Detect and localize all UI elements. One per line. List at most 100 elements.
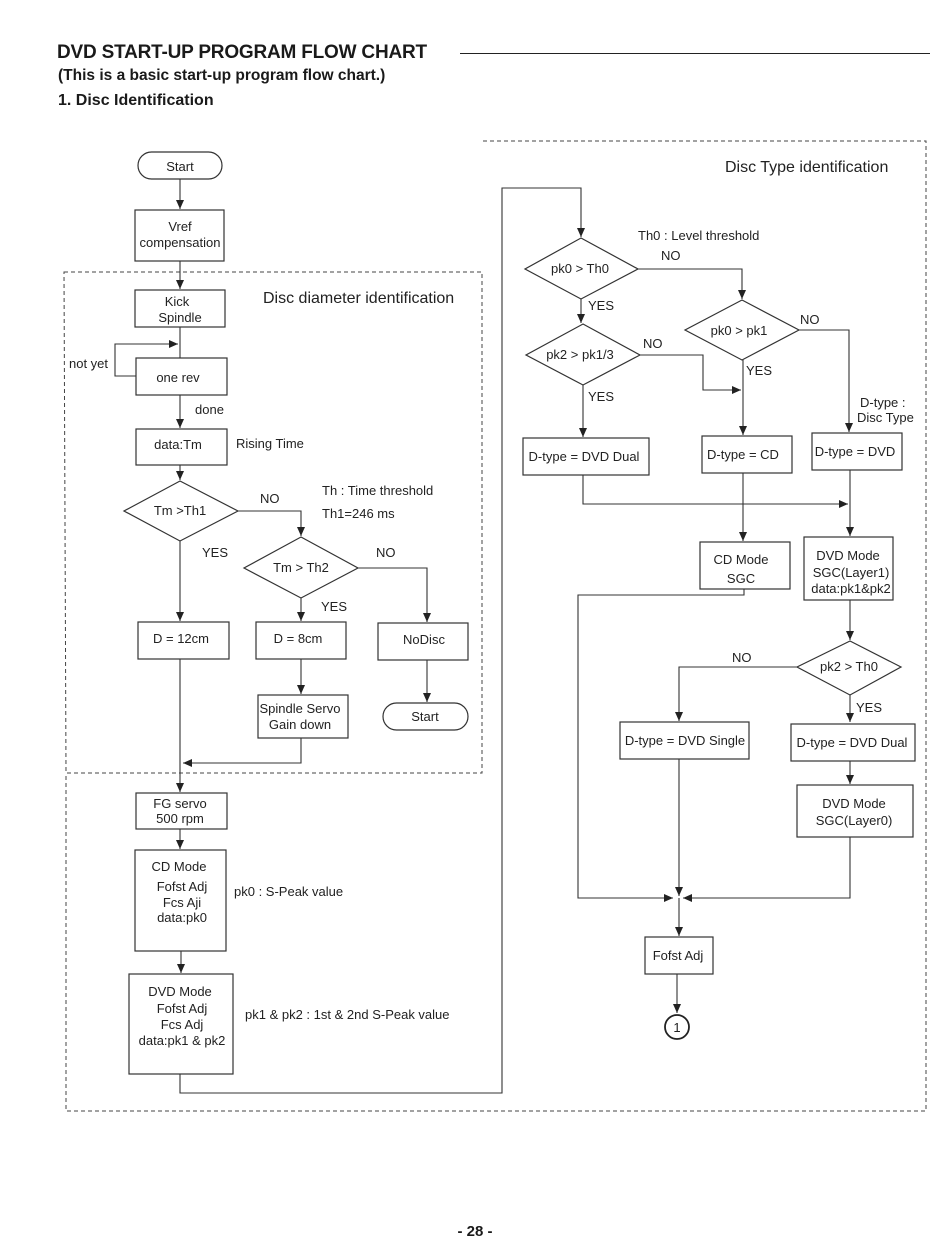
pk0-pk1-decision	[683, 299, 801, 361]
dvd-mode-label-3: Fcs Adj	[161, 1017, 204, 1032]
fg-servo-label-1: FG servo	[153, 796, 206, 811]
dtype-cd-box	[701, 435, 793, 474]
edge	[683, 837, 851, 902]
dvd-mode-l0-label-1: DVD Mode	[822, 796, 886, 811]
no-label: NO	[643, 336, 663, 351]
pk0-note: pk0 : S-Peak value	[234, 884, 343, 899]
spindle-servo-box	[257, 694, 349, 739]
vref-label-2: compensation	[140, 235, 221, 250]
edge	[799, 329, 853, 432]
data-tm-box	[135, 428, 228, 466]
cd-mode-box	[134, 849, 227, 952]
edge	[675, 666, 797, 721]
edge	[238, 510, 305, 536]
pk0-pk1-label: pk0 > pk1	[711, 323, 768, 338]
no-label: NO	[661, 248, 681, 263]
cd-mode-sgc-box	[699, 541, 791, 590]
kick-label-1: Kick	[165, 294, 190, 309]
dtype-dvd-dual-label: D-type = DVD Dual	[529, 449, 640, 464]
vref-label-1: Vref	[168, 219, 192, 234]
dvd-mode-label-2: Fofst Adj	[157, 1001, 208, 1016]
nodisc-label: NoDisc	[403, 632, 445, 647]
no-label: NO	[732, 650, 752, 665]
tm-th1-label: Tm >Th1	[154, 503, 206, 518]
fg-servo-label-2: 500 rpm	[156, 811, 204, 826]
dtype-cd-label: D-type = CD	[707, 447, 779, 462]
start-terminal-2	[382, 702, 469, 731]
dvd-mode-label-1: DVD Mode	[148, 984, 212, 999]
connector-circle	[664, 1014, 690, 1040]
dtype-dvd-dual-2-label: D-type = DVD Dual	[797, 735, 908, 750]
pk2-th0-label: pk2 > Th0	[820, 659, 878, 674]
yes-label: YES	[588, 298, 614, 313]
d-12cm-label: D = 12cm	[153, 631, 209, 646]
edge	[358, 567, 431, 622]
th0-note: Th0 : Level threshold	[638, 228, 759, 243]
dvd-mode-layer0-box	[796, 784, 914, 838]
region-type-border	[65, 140, 927, 1112]
yes-label: YES	[856, 700, 882, 715]
pk0-th0-label: pk0 > Th0	[551, 261, 609, 276]
rising-time-note: Rising Time	[236, 436, 304, 451]
done-label: done	[195, 402, 224, 417]
yes-label: YES	[746, 363, 772, 378]
dvd-mode-layer1-box	[803, 536, 894, 601]
yes-label: YES	[588, 389, 614, 404]
no-label: NO	[800, 312, 820, 327]
dvd-mode-l1-label-3: data:pk1&pk2	[811, 581, 891, 596]
kick-spindle-box	[134, 289, 226, 328]
vref-box	[134, 209, 225, 262]
section-heading: 1. Disc Identification	[58, 92, 214, 109]
dtype-dvd-box	[811, 432, 903, 471]
kick-label-2: Spindle	[158, 310, 201, 325]
page-title: DVD START-UP PROGRAM FLOW CHART	[57, 42, 427, 63]
fofst-adj-box	[644, 936, 714, 975]
edge-to-type-id	[179, 187, 585, 1094]
cd-mode-label-2: Fofst Adj	[157, 879, 208, 894]
edge	[638, 268, 746, 299]
dtype-dvd-single-box	[619, 721, 750, 760]
start-label: Start	[166, 159, 194, 174]
spindle-servo-label-1: Spindle Servo	[260, 701, 341, 716]
region-diameter-label: Disc diameter identification	[263, 290, 454, 307]
dvd-mode-box	[128, 973, 234, 1075]
not-yet-label: not yet	[69, 356, 108, 371]
yes-label: YES	[202, 545, 228, 560]
data-tm-label: data:Tm	[154, 437, 202, 452]
cd-mode-label-1: CD Mode	[152, 859, 207, 874]
fofst-adj-label: Fofst Adj	[653, 948, 704, 963]
connector-label: 1	[673, 1020, 680, 1035]
dvd-mode-l1-label-1: DVD Mode	[816, 548, 880, 563]
region-diameter-border	[63, 271, 483, 774]
d-8cm-label: D = 8cm	[274, 631, 323, 646]
page-number: - 28 -	[457, 1223, 493, 1240]
tm-th2-label: Tm > Th2	[273, 560, 329, 575]
loop-edge-not-yet	[114, 340, 178, 377]
no-label: NO	[376, 545, 396, 560]
dvd-mode-l0-label-2: SGC(Layer0)	[816, 813, 893, 828]
title-rule	[460, 53, 930, 54]
dtype-note-1: D-type :	[860, 395, 906, 410]
dtype-dvd-dual-box	[522, 437, 650, 476]
th-time-note: Th : Time threshold	[322, 483, 433, 498]
cd-mode-label-4: data:pk0	[157, 910, 207, 925]
fg-servo-box	[135, 792, 228, 830]
cd-mode-sgc-label-1: CD Mode	[714, 552, 769, 567]
one-rev-box	[135, 357, 228, 396]
start2-label: Start	[411, 709, 439, 724]
no-label: NO	[260, 491, 280, 506]
region-type-label: Disc Type identification	[725, 159, 888, 176]
pk12-note: pk1 & pk2 : 1st & 2nd S-Peak value	[245, 1007, 450, 1022]
pk2-pk1-label: pk2 > pk1/3	[546, 347, 614, 362]
yes-label: YES	[321, 599, 347, 614]
dvd-mode-l1-label-2: SGC(Layer1)	[813, 565, 890, 580]
cd-mode-label-3: Fcs Aji	[163, 895, 201, 910]
one-rev-label: one rev	[156, 370, 200, 385]
dvd-mode-label-4: data:pk1 & pk2	[139, 1033, 226, 1048]
dtype-dvd-label: D-type = DVD	[815, 444, 896, 459]
page-subtitle: (This is a basic start-up program flow c…	[58, 67, 386, 84]
edge	[577, 589, 745, 902]
edge	[183, 738, 302, 767]
dtype-dvd-single-label: D-type = DVD Single	[625, 733, 745, 748]
